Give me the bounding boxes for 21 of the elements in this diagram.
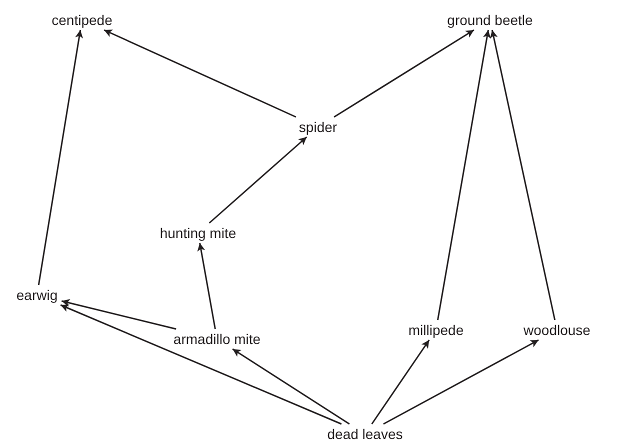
arrow bbox=[61, 299, 176, 330]
node-label: spider bbox=[296, 118, 340, 136]
arrow bbox=[490, 30, 556, 320]
arrow bbox=[208, 136, 308, 224]
node-label: armadillo mite bbox=[171, 330, 263, 348]
arrow bbox=[60, 304, 342, 425]
arrow bbox=[232, 348, 350, 425]
arrow bbox=[371, 340, 430, 424]
arrow bbox=[38, 30, 84, 286]
arrow bbox=[383, 339, 539, 425]
arrow bbox=[197, 242, 216, 330]
node-label: ground beetle bbox=[445, 11, 535, 29]
node-label: millipede bbox=[406, 321, 466, 339]
node-label: hunting mite bbox=[158, 224, 238, 242]
arrow bbox=[334, 29, 474, 118]
node-label: woodlouse bbox=[522, 321, 592, 339]
node-label: dead leaves bbox=[325, 425, 405, 443]
arrow bbox=[437, 30, 491, 320]
node-label: centipede bbox=[50, 11, 114, 29]
node-label: earwig bbox=[14, 286, 60, 304]
arrow bbox=[104, 29, 296, 118]
